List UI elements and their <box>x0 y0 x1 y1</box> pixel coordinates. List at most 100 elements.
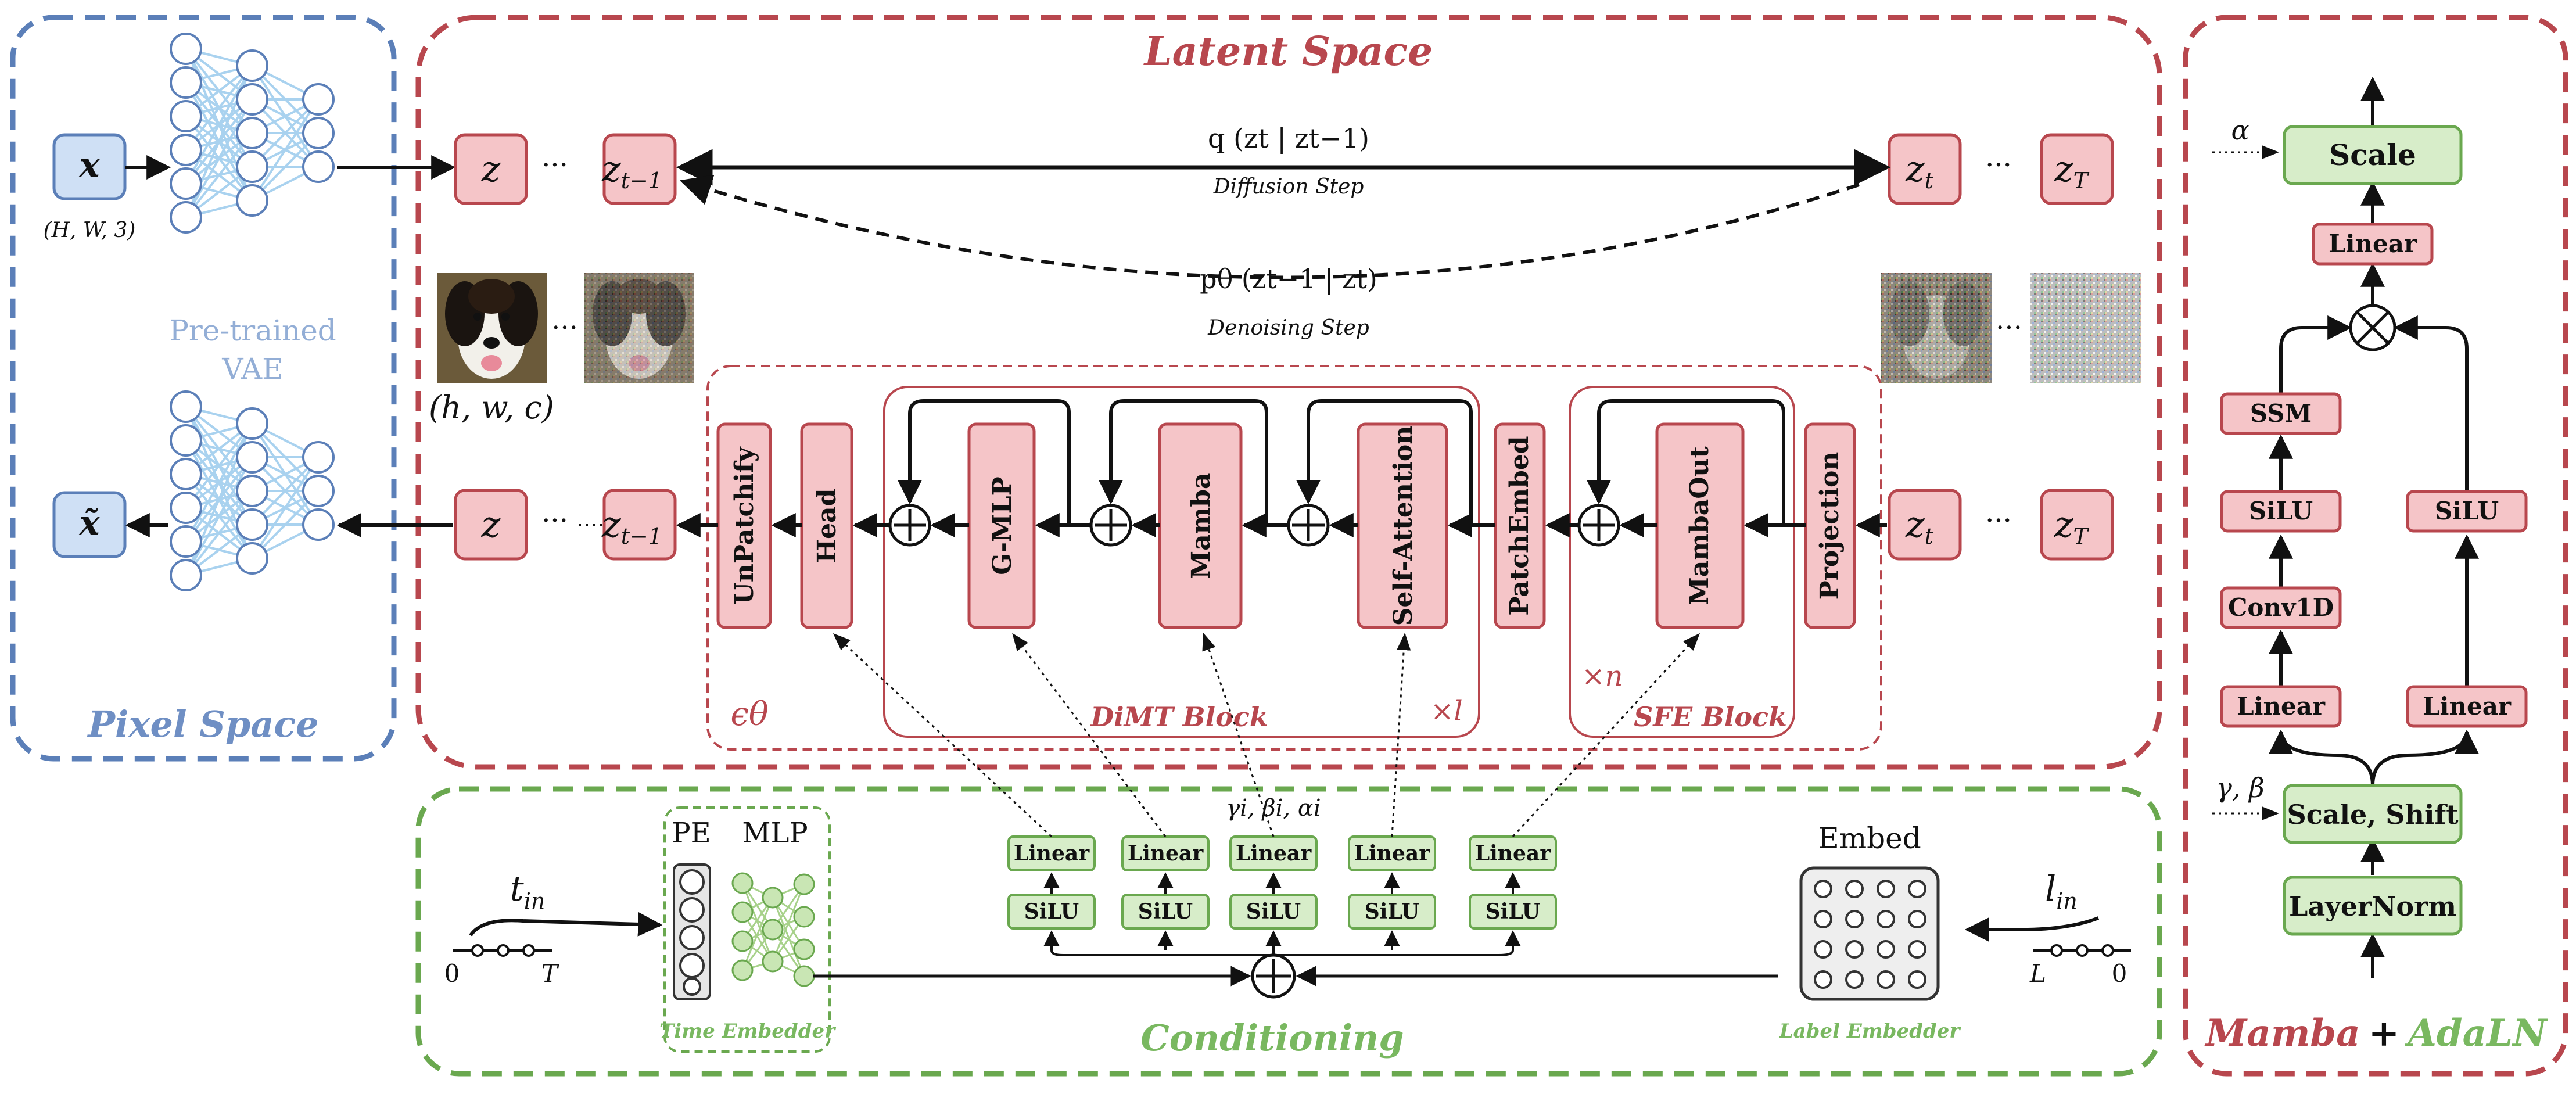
noisy-dog-image <box>1881 273 1992 383</box>
dimt-block-label: DiMT Block <box>1089 701 1268 733</box>
time-axis-end: T <box>541 959 559 988</box>
gmlp-label: G-MLP <box>988 476 1017 575</box>
z-top-label: z <box>481 148 501 190</box>
vae-decoder-network <box>170 390 335 591</box>
time-axis <box>453 944 552 957</box>
slightly-noisy-dog-image <box>584 273 694 383</box>
residual-add-mambaout <box>1577 504 1620 547</box>
conditioning-dotted-links <box>833 633 1700 838</box>
unpatchify-label: UnPatchify <box>730 446 759 605</box>
patch-embed-label: PatchEmbed <box>1505 436 1534 615</box>
adaln-linear-label: Linear <box>1128 841 1204 866</box>
ellipsis-top-left: ··· <box>541 149 568 181</box>
adaln-linear-label: Linear <box>1475 841 1551 866</box>
residual-add-mamba <box>1089 504 1132 547</box>
z-bottom-box <box>454 489 528 561</box>
residual-add-attention <box>1287 504 1330 547</box>
z-top-box <box>454 133 528 205</box>
label-embedding-table-icon <box>1799 866 1940 1001</box>
adaln-silu-label: SiLU <box>1365 899 1419 924</box>
denoising-formula: pθ (zt−1 | zt) <box>1200 263 1377 295</box>
mamba-adaln-title: Mamba+AdaLN <box>2204 1011 2548 1055</box>
sfe-repeat-label: ×n <box>1581 660 1623 693</box>
ellipsis-bottom-right: ··· <box>1985 504 2012 537</box>
z-T-top-label: zT <box>2054 148 2090 193</box>
z-t-bottom-label: zt <box>1905 503 1934 549</box>
time-embedder-frame <box>663 806 831 1053</box>
self-attention-label: Self-Attention <box>1389 426 1418 626</box>
residual-add-gmlp <box>888 504 931 547</box>
conditioning-sum-node <box>1251 953 1296 999</box>
z-prev-top-box <box>602 133 677 205</box>
pure-noise-image <box>2030 273 2141 383</box>
z-prev-top-label: zt−1 <box>601 148 662 193</box>
latent-space-title: Latent Space <box>1143 28 1433 75</box>
time-embedder-label: Time Embedder <box>659 1020 836 1043</box>
diffusion-formula: q (zt | zt−1) <box>1208 123 1369 154</box>
mamba-out-label: MambaOut <box>1685 446 1714 605</box>
adaln-silu-label: SiLU <box>1486 899 1540 924</box>
sfe-block-frame <box>1569 386 1795 738</box>
mamba-block-label: Mamba <box>1186 472 1216 579</box>
conditioning-title: Conditioning <box>1140 1017 1404 1059</box>
linear-right-label: Linear <box>2423 692 2512 720</box>
ellipsis-images-left: ··· <box>551 311 578 344</box>
time-axis-start: 0 <box>444 959 460 988</box>
adaln-linear-label: Linear <box>1354 841 1430 866</box>
conv1d-box <box>2220 586 2342 629</box>
network-flow-arrows <box>676 399 1887 537</box>
t-in-label: tin <box>510 869 546 914</box>
ssm-box <box>2220 392 2342 435</box>
adaln-silu-label: SiLU <box>1024 899 1079 924</box>
silu-right-box <box>2406 490 2528 533</box>
label-embedder-label: Label Embedder <box>1779 1020 1961 1043</box>
adaln-silu-box <box>1229 894 1318 930</box>
z-t-top-label: zt <box>1905 148 1934 193</box>
input-shape-label: (H, W, 3) <box>44 218 136 242</box>
epsilon-theta-label: ϵθ <box>730 695 768 733</box>
adaln-silu-box <box>1348 894 1436 930</box>
clean-dog-image <box>437 273 547 383</box>
mamba-panel-dotted-inputs <box>2212 145 2279 820</box>
z-T-top-box <box>2040 133 2114 205</box>
pe-label: PE <box>672 817 711 849</box>
label-axis <box>2033 944 2131 957</box>
l-in-label: lin <box>2045 869 2078 914</box>
diffusion-step-label: Diffusion Step <box>1213 175 1364 199</box>
conditioning-frame <box>415 786 2162 1077</box>
pixel-space-frame <box>10 15 397 762</box>
layernorm-label: LayerNorm <box>2289 891 2456 922</box>
latent-space-frame <box>415 15 2162 770</box>
input-x-label: x <box>78 145 101 185</box>
silu-left-label: SiLU <box>2249 497 2313 525</box>
embed-label: Embed <box>1818 822 1921 855</box>
multiply-node <box>2349 304 2396 351</box>
plus-title-part: + <box>2369 1011 2400 1055</box>
adaln-silu-label: SiLU <box>1138 899 1193 924</box>
adaln-silu-label: SiLU <box>1246 899 1301 924</box>
adaln-silu-box <box>1469 894 1557 930</box>
adaln-linear-label: Linear <box>1014 841 1090 866</box>
silu-left-box <box>2220 490 2342 533</box>
scale-shift-label: Scale, Shift <box>2287 799 2459 830</box>
adaln-silu-box <box>1121 894 1210 930</box>
latent-shape-label: (h, w, c) <box>429 389 554 426</box>
l-in-arrow <box>1964 916 2100 942</box>
dimt-block-frame <box>883 386 1480 738</box>
vae-label-line1: Pre-trained <box>169 314 336 347</box>
z-prev-bottom-box <box>602 489 677 561</box>
adaln-silu-box <box>1007 894 1096 930</box>
denoising-step-label: Denoising Step <box>1207 316 1369 340</box>
z-prev-bottom-label: zt−1 <box>601 503 662 549</box>
label-axis-end: 0 <box>2112 959 2127 988</box>
adaln-title-part: AdaLN <box>2405 1011 2548 1055</box>
output-x-box <box>52 491 127 558</box>
z-T-bottom-label: zT <box>2054 503 2090 549</box>
mlp-label: MLP <box>742 817 808 849</box>
silu-right-label: SiLU <box>2435 497 2499 525</box>
vae-label-line2: VAE <box>221 352 283 386</box>
z-bottom-label: z <box>481 503 501 546</box>
adaln-linear-label: Linear <box>1236 841 1312 866</box>
t-in-arrow <box>469 912 663 937</box>
